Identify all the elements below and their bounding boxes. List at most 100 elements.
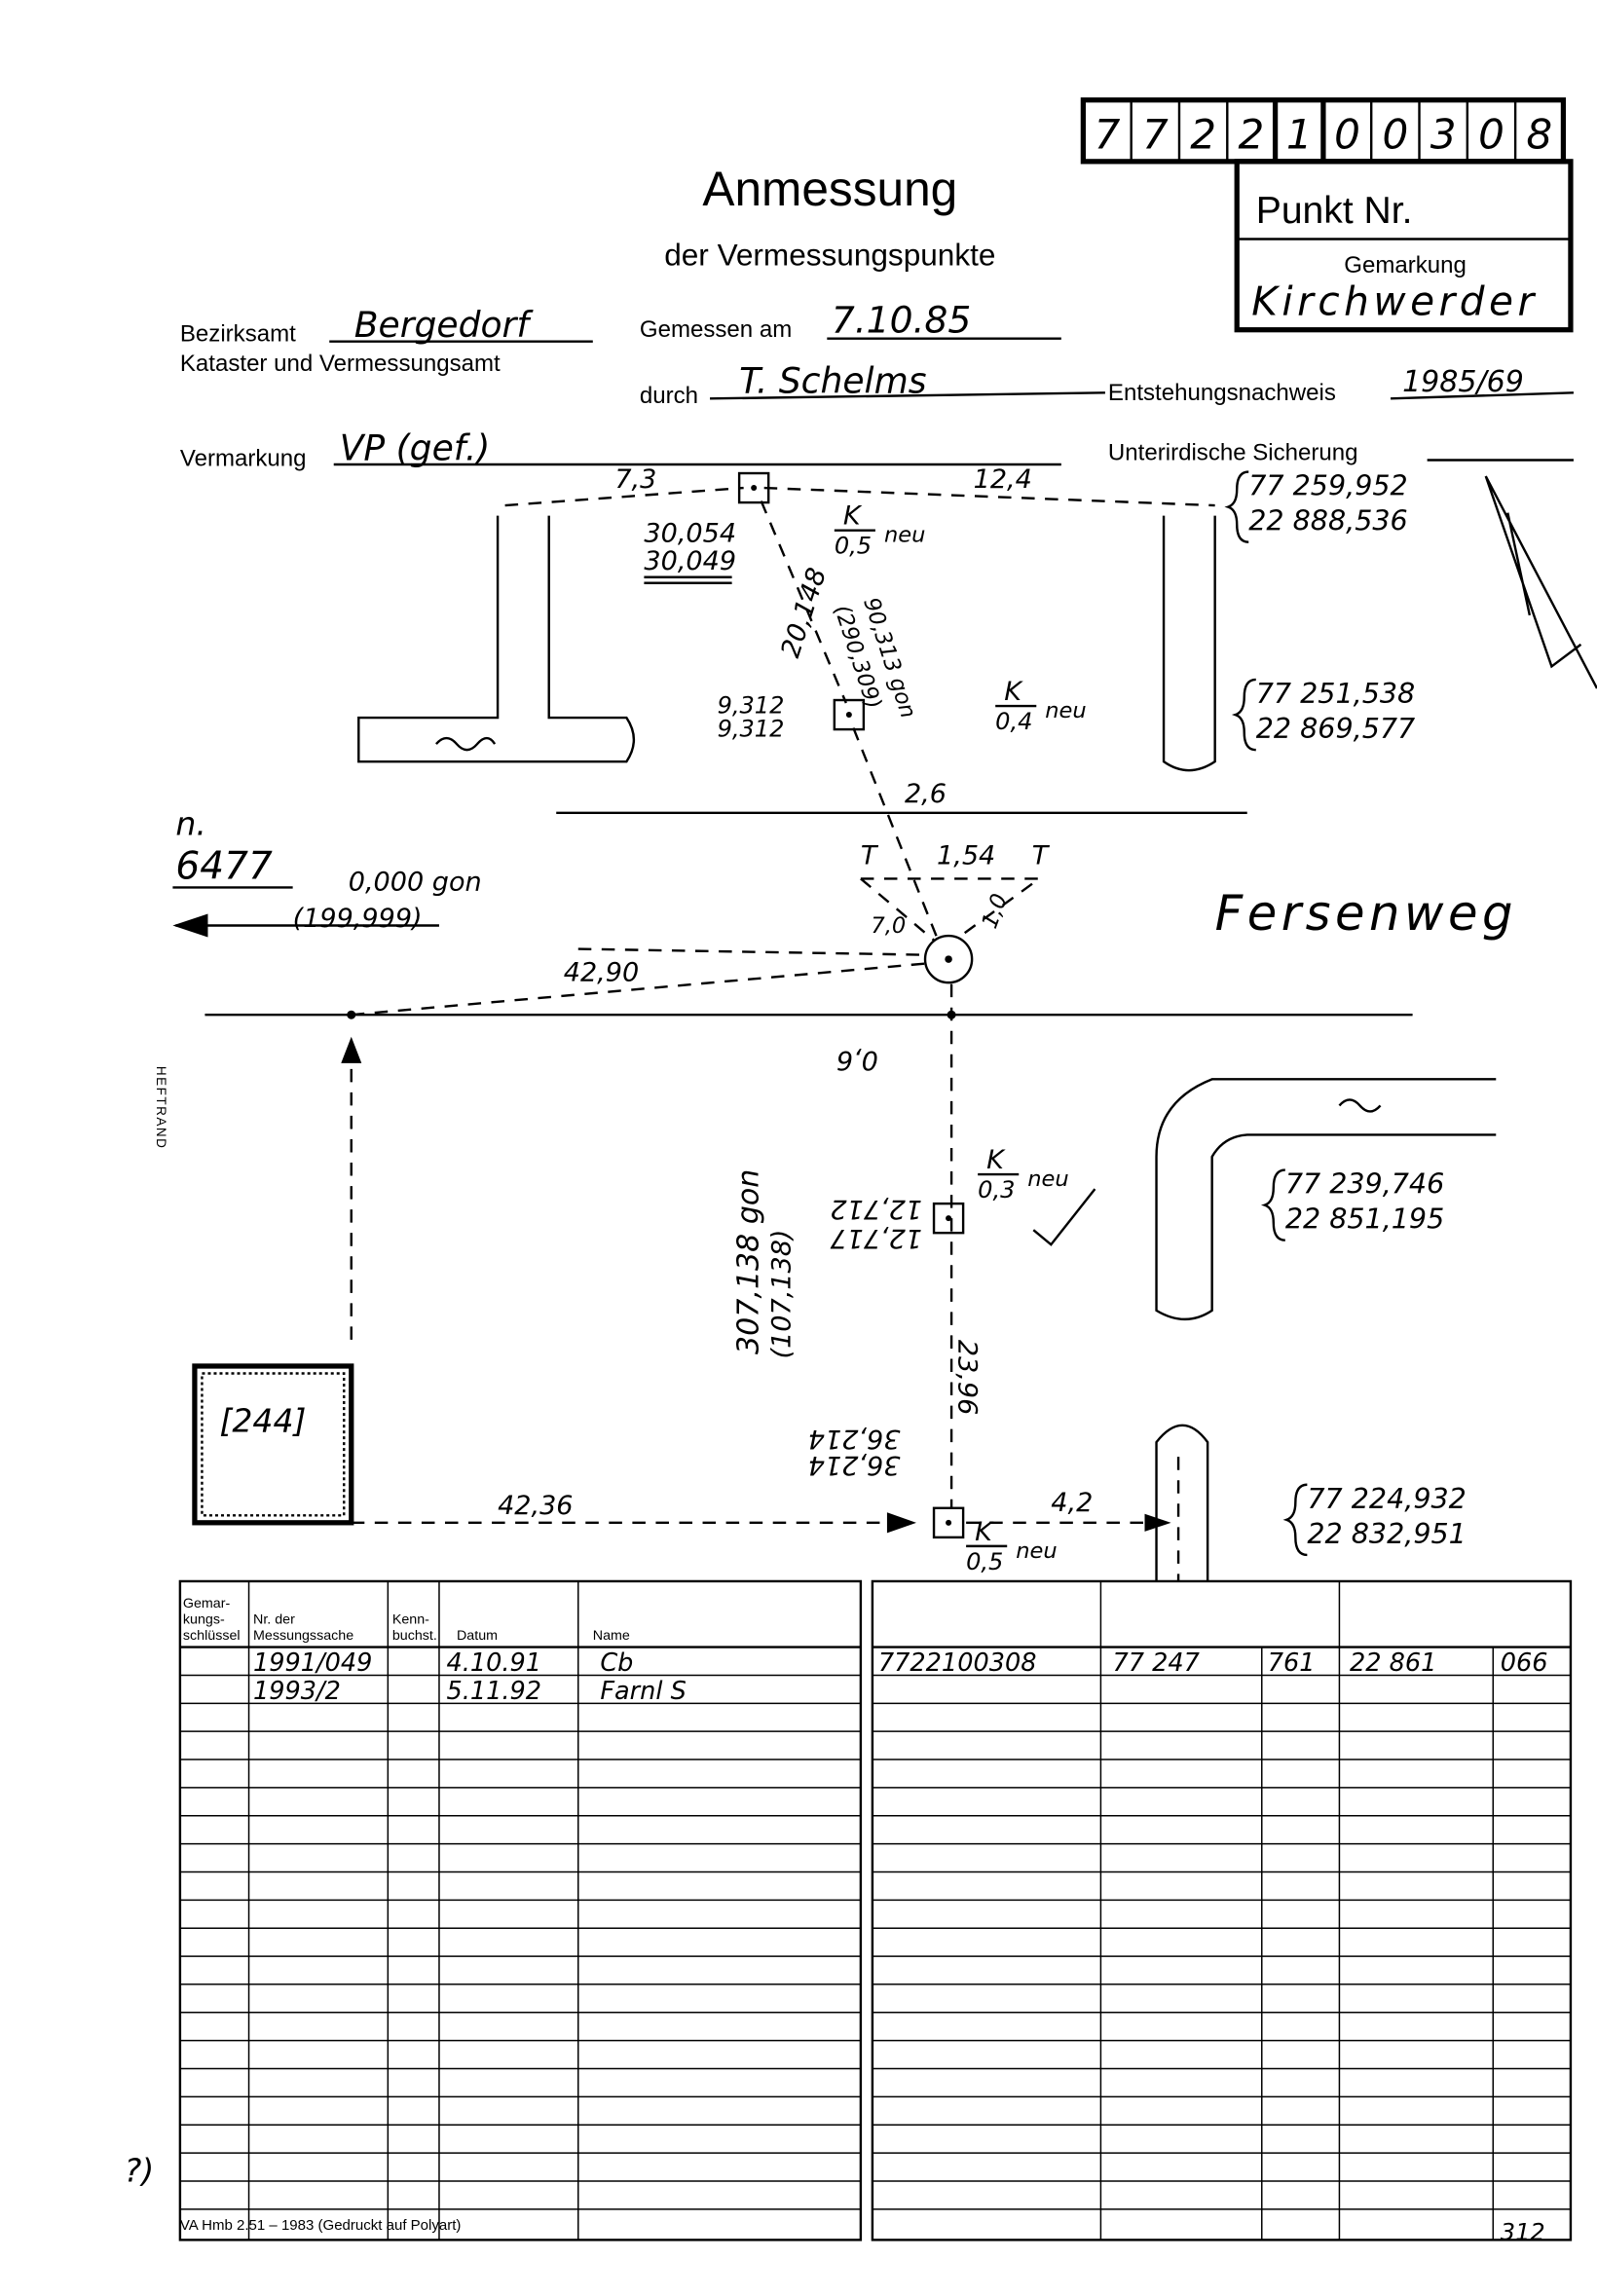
punkt-digit: 0 (1478, 110, 1504, 158)
coordinate-x: 77 224,932 (1307, 1482, 1466, 1515)
cell-name: Farnl S (600, 1677, 686, 1706)
entstehung-value: 1985/69 (1402, 365, 1524, 399)
main-point-circle-icon (923, 934, 974, 984)
coordinate-x: 77 239,746 (1285, 1167, 1444, 1201)
k-letter: K (986, 1145, 1006, 1175)
survey-point-icon (932, 1202, 965, 1235)
sicherung-label: Unterirdische Sicherung (1108, 439, 1358, 465)
punkt-digit: 7 (1095, 110, 1121, 158)
north-arrow-icon (1484, 475, 1597, 689)
measure-label: 12,717 (830, 1223, 922, 1253)
coordinate-x: 77 259,952 (1248, 469, 1407, 502)
building-number: [244] (219, 1402, 306, 1440)
k-value: 0,5 (966, 1548, 1003, 1575)
punkt-digit: 0 (1334, 110, 1360, 158)
distance-label: 20,148 (775, 565, 833, 662)
table-header: Kenn-buchst. (392, 1612, 437, 1645)
kataster-label: Kataster und Vermessungsamt (180, 351, 501, 377)
building-bottom-right (1155, 1424, 1209, 1581)
punkt-digit: 8 (1526, 110, 1552, 158)
gemessen-label: Gemessen am (640, 316, 792, 343)
k-note: neu (1016, 1538, 1057, 1564)
cell-nr: 1993/2 (253, 1677, 341, 1706)
cell-punkt: 7722100308 (878, 1648, 1037, 1678)
arrow-right-icon (1144, 1513, 1171, 1532)
water-symbol-icon (1338, 1098, 1382, 1113)
measure-label: 30,049 (644, 546, 736, 576)
distance-label: 0,6 (836, 1045, 878, 1075)
k-mark: K0,4 neu (995, 677, 1087, 735)
punkt-label: Punkt Nr. (1256, 190, 1413, 232)
distance-label: 1,54 (937, 840, 995, 870)
arrow-up-icon (341, 1036, 362, 1063)
gemarkung-label: Gemarkung (1344, 252, 1467, 278)
k-letter: K (975, 1517, 994, 1547)
bezirksamt-value: Bergedorf (354, 305, 535, 346)
k-value: 0,5 (835, 533, 872, 560)
k-letter: K (1004, 677, 1023, 707)
brace-icon (1282, 1483, 1308, 1557)
distance-label: 2,6 (905, 779, 947, 809)
survey-point-icon (932, 1506, 965, 1539)
direction-angle: 0,000 gon (349, 867, 482, 897)
durch-label: durch (640, 383, 698, 409)
street-name: Fersenweg (1215, 885, 1517, 942)
k-note: neu (1045, 698, 1086, 723)
measure-label: 12,712 (830, 1194, 922, 1224)
brace-icon (1260, 1168, 1285, 1241)
measure-label: 9,312 (718, 716, 785, 743)
angle-label: (107,138) (767, 1230, 798, 1359)
coordinate-x: 77 251,538 (1256, 677, 1415, 710)
k-value: 0,4 (995, 708, 1032, 735)
t-label: T (861, 840, 879, 870)
direction-label: n. (175, 804, 205, 842)
bezirksamt-label: Bezirksamt (180, 321, 296, 348)
water-symbol-icon (435, 736, 497, 752)
margin-note: ?) (125, 2151, 154, 2189)
punkt-digit: 2 (1239, 110, 1265, 158)
survey-point-icon (833, 698, 866, 731)
table-row: 7722100308 77 247 761 22 861 066 (878, 1648, 1548, 1678)
survey-point-icon (737, 471, 770, 504)
arrow-right-icon (886, 1512, 917, 1534)
vermarkung-value: VP (gef.) (340, 427, 491, 468)
distance-label: 1,0 (977, 890, 1013, 932)
coordinate-y: 22 832,951 (1307, 1517, 1466, 1550)
form-number: VA Hmb 2.51 – 1983 (Gedruckt auf Polyart… (180, 2217, 462, 2234)
building-244: [244] (192, 1363, 354, 1526)
table-row: 1993/2 5.11.92 Farnl S (253, 1677, 687, 1706)
heftrand-label: HEFTRAND (154, 1066, 168, 1150)
cell-y1: 22 861 (1350, 1648, 1436, 1678)
page-number: 312 (1501, 2218, 1545, 2245)
punkt-digit: 2 (1190, 110, 1216, 158)
k-letter: K (843, 501, 863, 532)
distance-label: 42,36 (498, 1491, 573, 1521)
k-mark: K0,5 neu (966, 1517, 1058, 1575)
arrow-left-icon (172, 913, 208, 938)
durch-signature: T. Schelms (739, 360, 927, 401)
table-header: Name (593, 1628, 630, 1644)
gemessen-value: 7.10.85 (832, 299, 971, 342)
distance-label: 12,4 (974, 464, 1032, 495)
punkt-label-box: Punkt Nr. Gemarkung Kirchwerder (1234, 159, 1574, 333)
brace-icon (1224, 470, 1249, 543)
measure-label: 9,312 (718, 692, 785, 720)
direction-point: 6477 (175, 844, 273, 888)
cell-datum: 5.11.92 (446, 1677, 541, 1706)
angle-label: 307,138 gon (732, 1169, 766, 1354)
building-right-top (1162, 515, 1216, 772)
measure-label: 36,214 (808, 1450, 901, 1480)
cell-x1: 77 247 (1112, 1648, 1200, 1678)
cell-x2: 761 (1268, 1648, 1316, 1678)
cell-y2: 066 (1501, 1648, 1548, 1678)
